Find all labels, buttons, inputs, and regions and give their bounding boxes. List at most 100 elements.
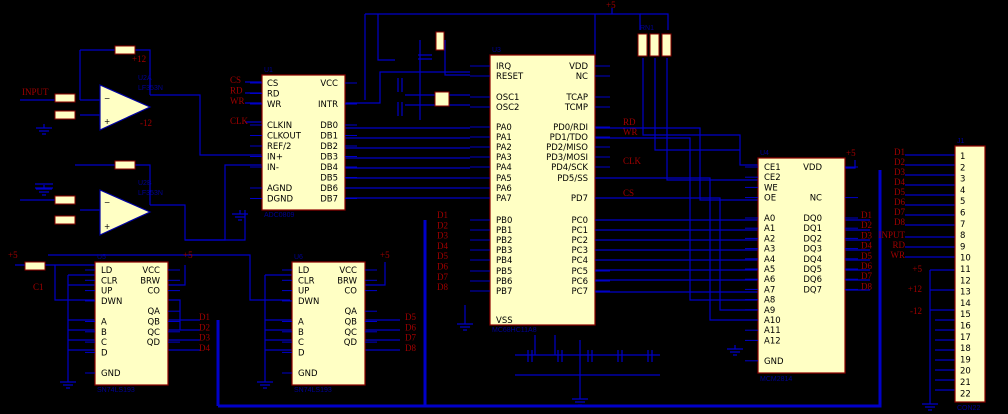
capacitor [35,183,53,189]
resistor-r3 [114,45,136,55]
net-label: INPUT [879,230,906,240]
pin-label: DB6 [320,184,338,194]
pin-label: A10 [764,316,781,326]
pin-label: DGND [267,195,293,205]
connector-pin-number: 12 [960,276,971,286]
connector-pin-number: 22 [960,389,971,399]
pin-label: PA4 [496,163,512,173]
net-label: D8 [405,343,416,353]
net-label: RD [230,86,243,96]
resistor-r6 [114,160,136,170]
connector-pin-number: 9 [960,242,965,252]
connector-pin-number: 3 [960,175,965,185]
pin-label: PB2 [496,236,512,246]
wiring [15,8,955,408]
opamp-u2b: U2B LF353N − + [99,180,163,236]
pin-label: PC7 [572,287,588,297]
net-label: D1 [199,312,210,322]
net-label: D3 [199,333,210,343]
net-label: CLK [623,156,642,166]
chip-ref: U6 [294,254,303,261]
capacitor [418,54,432,60]
connector-pin-number: 13 [960,288,971,298]
opamp-part: LF353N [138,85,163,92]
pin-label: BRW [337,276,357,286]
resistor-r4 [54,195,76,205]
pin-label: CS [267,79,278,89]
pin-label: PB1 [496,226,512,236]
net-label: D2 [861,220,872,230]
pin-label: A1 [764,224,775,234]
pin-label: PA1 [496,133,512,143]
net-label-input: INPUT [22,87,49,97]
pin-label: CO [147,287,160,297]
connector-pin-number: 2 [960,163,965,173]
pin-label: LD [298,266,310,276]
pin-label: DQ7 [803,285,822,295]
net-label: RD [623,117,636,127]
pin-label: QC [147,328,160,338]
net-label: D8 [437,282,448,292]
net-label: D4 [437,241,448,251]
pin-label: B [298,328,304,338]
net-label: CS [623,188,634,198]
connector-j1: J1 CON22 1234567891011121314151617181920… [954,138,986,412]
opamp-ref: U2B [138,180,152,187]
pin-label: DB5 [320,174,338,184]
chip-memory: U4 MCM2814 CE1CE2WEOEA0A1A2A3A4A5A6A7A8A… [745,150,858,383]
pin-label: PD3/MOSI [546,153,588,163]
pin-label: GND [101,369,121,379]
chip-part: CON22 [957,405,980,412]
net-label: D3 [437,231,448,241]
resistor-r5 [54,215,76,225]
pin-label: C [298,338,304,348]
pin-labels-right: VDDNCTCAPTCMPPD0/RDIPD1/TDOPD2/MISOPD3/M… [546,62,610,297]
chip-ref: U4 [760,150,769,157]
chip-part: MC68HC11A8 [492,327,537,334]
pin-label: A8 [764,296,775,306]
pin-label: TCAP [565,93,588,103]
capacitor [617,350,623,362]
connector-pin-number: 18 [960,344,971,354]
pin-label: OSC2 [496,103,519,113]
pin-label: NC [810,194,822,204]
pin-label: BRW [140,276,160,286]
net-label-plus5: +5 [846,148,856,158]
pin-label: TCMP [564,103,588,113]
ground-symbol [257,378,273,389]
connector-pin-number: 4 [960,186,965,196]
pin-label: A [298,318,304,328]
pin-label: GND [298,369,318,379]
connector-pin-number: 6 [960,209,965,219]
pin-label: PD5/SS [557,174,588,184]
pin-label: CO [344,287,357,297]
ground-symbols [36,124,938,411]
pin-label: VCC [320,79,338,89]
resistor-r1 [54,93,76,103]
net-label: D3 [894,167,905,177]
chip-ref: U3 [492,47,501,54]
pin-label: DQ0 [803,214,822,224]
resnet-ref: RN1 [640,25,654,32]
pin-label: DB2 [320,142,338,152]
pin-label: GND [764,357,784,367]
pin-label: QD [344,338,358,348]
net-label: D8 [861,281,872,291]
resistor-network [649,33,660,57]
pin-label: D [298,348,305,358]
pin-label: A3 [764,245,775,255]
capacitor [587,350,593,362]
pin-label: PC6 [572,277,588,287]
pin-label: PC1 [572,226,588,236]
pin-label: PC4 [572,256,588,266]
pin-label: DB0 [320,121,338,131]
pin-label: RESET [496,72,524,82]
pin-label: A11 [764,326,781,336]
pin-label: IN- [267,163,279,173]
pin-label: PA0 [496,123,512,133]
pin-label: VDD [803,163,822,173]
